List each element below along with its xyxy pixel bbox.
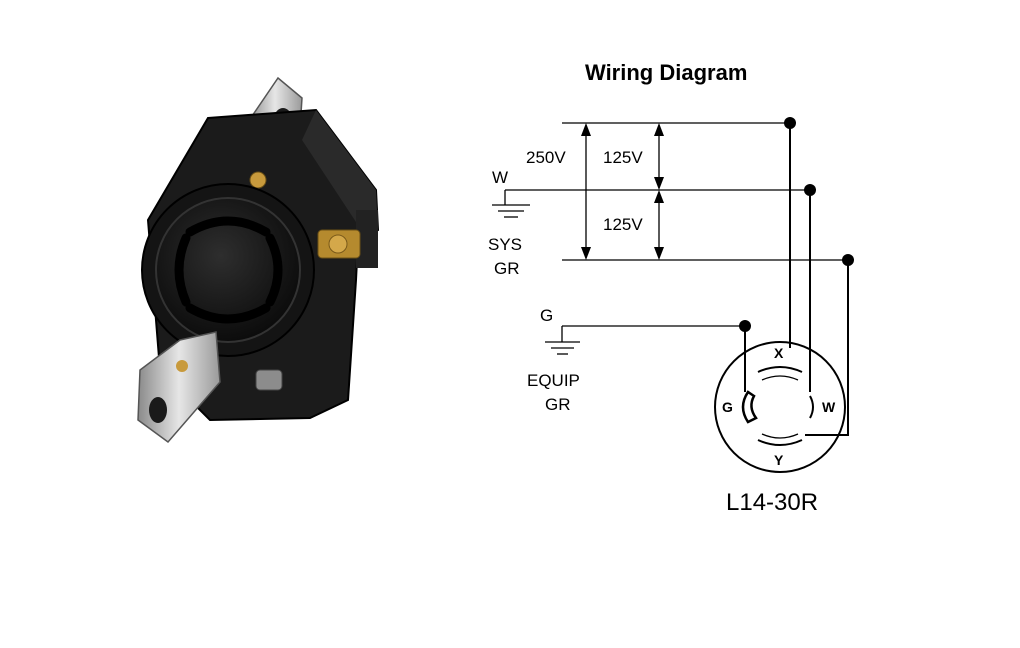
bottom-mounting-strap bbox=[137, 331, 221, 444]
pin-x-label: X bbox=[774, 345, 784, 361]
model-label: L14-30R bbox=[726, 489, 818, 516]
receptacle-face bbox=[141, 183, 315, 357]
pin-w-label: W bbox=[822, 399, 836, 415]
label-sys-gr: GR bbox=[494, 259, 520, 278]
brass-terminals bbox=[249, 171, 361, 259]
label-ground-g: G bbox=[540, 306, 553, 325]
junction-x bbox=[784, 117, 796, 129]
label-125v-lower: 125V bbox=[603, 215, 643, 234]
receptacle-face-symbol bbox=[714, 341, 846, 473]
receptacle-outline bbox=[714, 341, 846, 473]
junction-g bbox=[739, 320, 751, 332]
diagram-title: Wiring Diagram bbox=[585, 60, 747, 85]
label-250v: 250V bbox=[526, 148, 566, 167]
junction-w bbox=[804, 184, 816, 196]
label-equip-gr: GR bbox=[545, 395, 571, 414]
equipment-ground-icon bbox=[545, 341, 580, 355]
label-125v-upper: 125V bbox=[603, 148, 643, 167]
voltage-arrow-125v-lower bbox=[654, 190, 664, 260]
bottom-screw bbox=[255, 369, 283, 391]
feed-y bbox=[805, 260, 849, 436]
label-neutral-w: W bbox=[492, 168, 508, 187]
system-ground-icon bbox=[492, 204, 530, 218]
label-sys: SYS bbox=[488, 235, 522, 254]
junction-y bbox=[842, 254, 854, 266]
receptacle-photo bbox=[137, 76, 380, 444]
voltage-arrow-125v-upper bbox=[654, 123, 664, 190]
pin-y-label: Y bbox=[774, 452, 784, 468]
pin-g-label: G bbox=[722, 399, 733, 415]
label-equip: EQUIP bbox=[527, 371, 580, 390]
voltage-arrow-250v bbox=[581, 123, 591, 260]
